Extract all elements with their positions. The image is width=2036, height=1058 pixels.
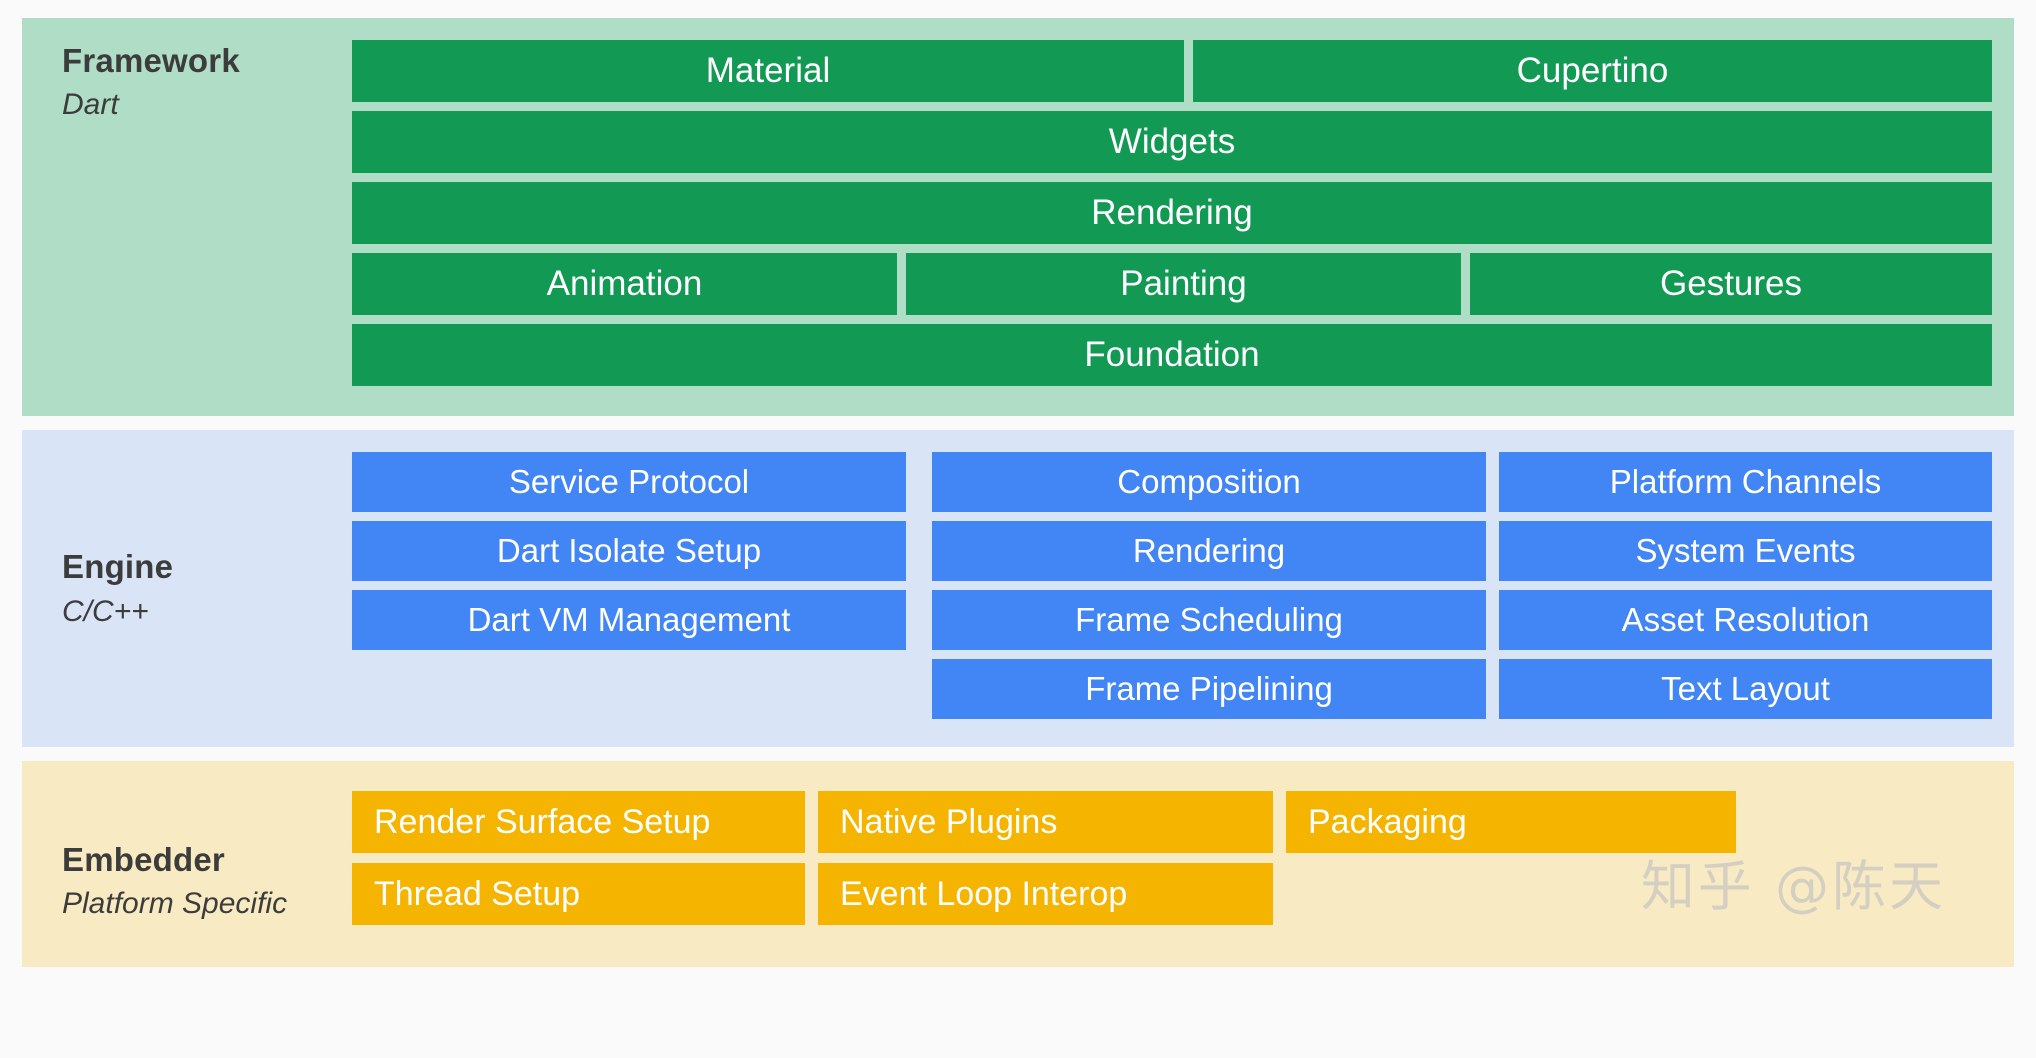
engine-box-system-events[interactable]: System Events [1499, 521, 1992, 581]
framework-boxes: Material Cupertino Widgets Rendering Ani… [352, 18, 2014, 416]
framework-row-5: Foundation [352, 324, 1992, 386]
engine-box-dart-vm-management[interactable]: Dart VM Management [352, 590, 906, 650]
embedder-subtitle: Platform Specific [62, 887, 288, 921]
engine-box-frame-pipelining[interactable]: Frame Pipelining [932, 659, 1486, 719]
framework-row-3: Rendering [352, 182, 1992, 244]
embedder-label-group: Embedder Platform Specific [22, 761, 352, 967]
engine-title: Engine [62, 548, 174, 586]
framework-box-gestures[interactable]: Gestures [1470, 253, 1992, 315]
embedder-title: Embedder [62, 840, 225, 878]
embedder-box-thread-setup[interactable]: Thread Setup [352, 863, 805, 925]
framework-row-1: Material Cupertino [352, 40, 1992, 102]
engine-boxes: Service Protocol Dart Isolate Setup Dart… [352, 430, 2014, 747]
engine-column-3: Platform Channels System Events Asset Re… [1499, 452, 1992, 719]
embedder-box-event-loop-interop[interactable]: Event Loop Interop [818, 863, 1273, 925]
engine-box-rendering[interactable]: Rendering [932, 521, 1486, 581]
layer-embedder: Embedder Platform Specific Render Surfac… [22, 761, 2014, 967]
embedder-row-1: Render Surface Setup Native Plugins Pack… [352, 791, 1992, 853]
framework-title: Framework [62, 42, 240, 79]
engine-column-2: Composition Rendering Frame Scheduling F… [932, 452, 1486, 719]
engine-box-service-protocol[interactable]: Service Protocol [352, 452, 906, 512]
engine-column-1: Service Protocol Dart Isolate Setup Dart… [352, 452, 906, 719]
engine-subtitle: C/C++ [62, 594, 149, 628]
engine-box-text-layout[interactable]: Text Layout [1499, 659, 1992, 719]
engine-label-group: Engine C/C++ [22, 430, 352, 747]
framework-box-painting[interactable]: Painting [906, 253, 1461, 315]
engine-box-dart-isolate-setup[interactable]: Dart Isolate Setup [352, 521, 906, 581]
engine-box-platform-channels[interactable]: Platform Channels [1499, 452, 1992, 512]
framework-box-animation[interactable]: Animation [352, 253, 897, 315]
framework-box-material[interactable]: Material [352, 40, 1184, 102]
framework-row-2: Widgets [352, 111, 1992, 173]
framework-box-widgets[interactable]: Widgets [352, 111, 1992, 173]
framework-box-cupertino[interactable]: Cupertino [1193, 40, 1992, 102]
embedder-box-native-plugins[interactable]: Native Plugins [818, 791, 1273, 853]
framework-box-rendering[interactable]: Rendering [352, 182, 1992, 244]
framework-row-4: Animation Painting Gestures [352, 253, 1992, 315]
watermark: 知乎 @陈天 [1640, 855, 1946, 918]
framework-box-foundation[interactable]: Foundation [352, 324, 1992, 386]
layer-framework: Framework Dart Material Cupertino Widget… [22, 18, 2014, 416]
embedder-box-render-surface-setup[interactable]: Render Surface Setup [352, 791, 805, 853]
layer-engine: Engine C/C++ Service Protocol Dart Isola… [22, 430, 2014, 747]
embedder-boxes: Render Surface Setup Native Plugins Pack… [352, 761, 2014, 967]
engine-box-asset-resolution[interactable]: Asset Resolution [1499, 590, 1992, 650]
framework-label-group: Framework Dart [22, 18, 352, 416]
embedder-row-2: Thread Setup Event Loop Interop [352, 863, 1992, 925]
engine-box-composition[interactable]: Composition [932, 452, 1486, 512]
framework-subtitle: Dart [62, 88, 119, 122]
engine-box-frame-scheduling[interactable]: Frame Scheduling [932, 590, 1486, 650]
embedder-box-packaging[interactable]: Packaging [1286, 791, 1736, 853]
engine-column-1-spacer [352, 659, 906, 719]
